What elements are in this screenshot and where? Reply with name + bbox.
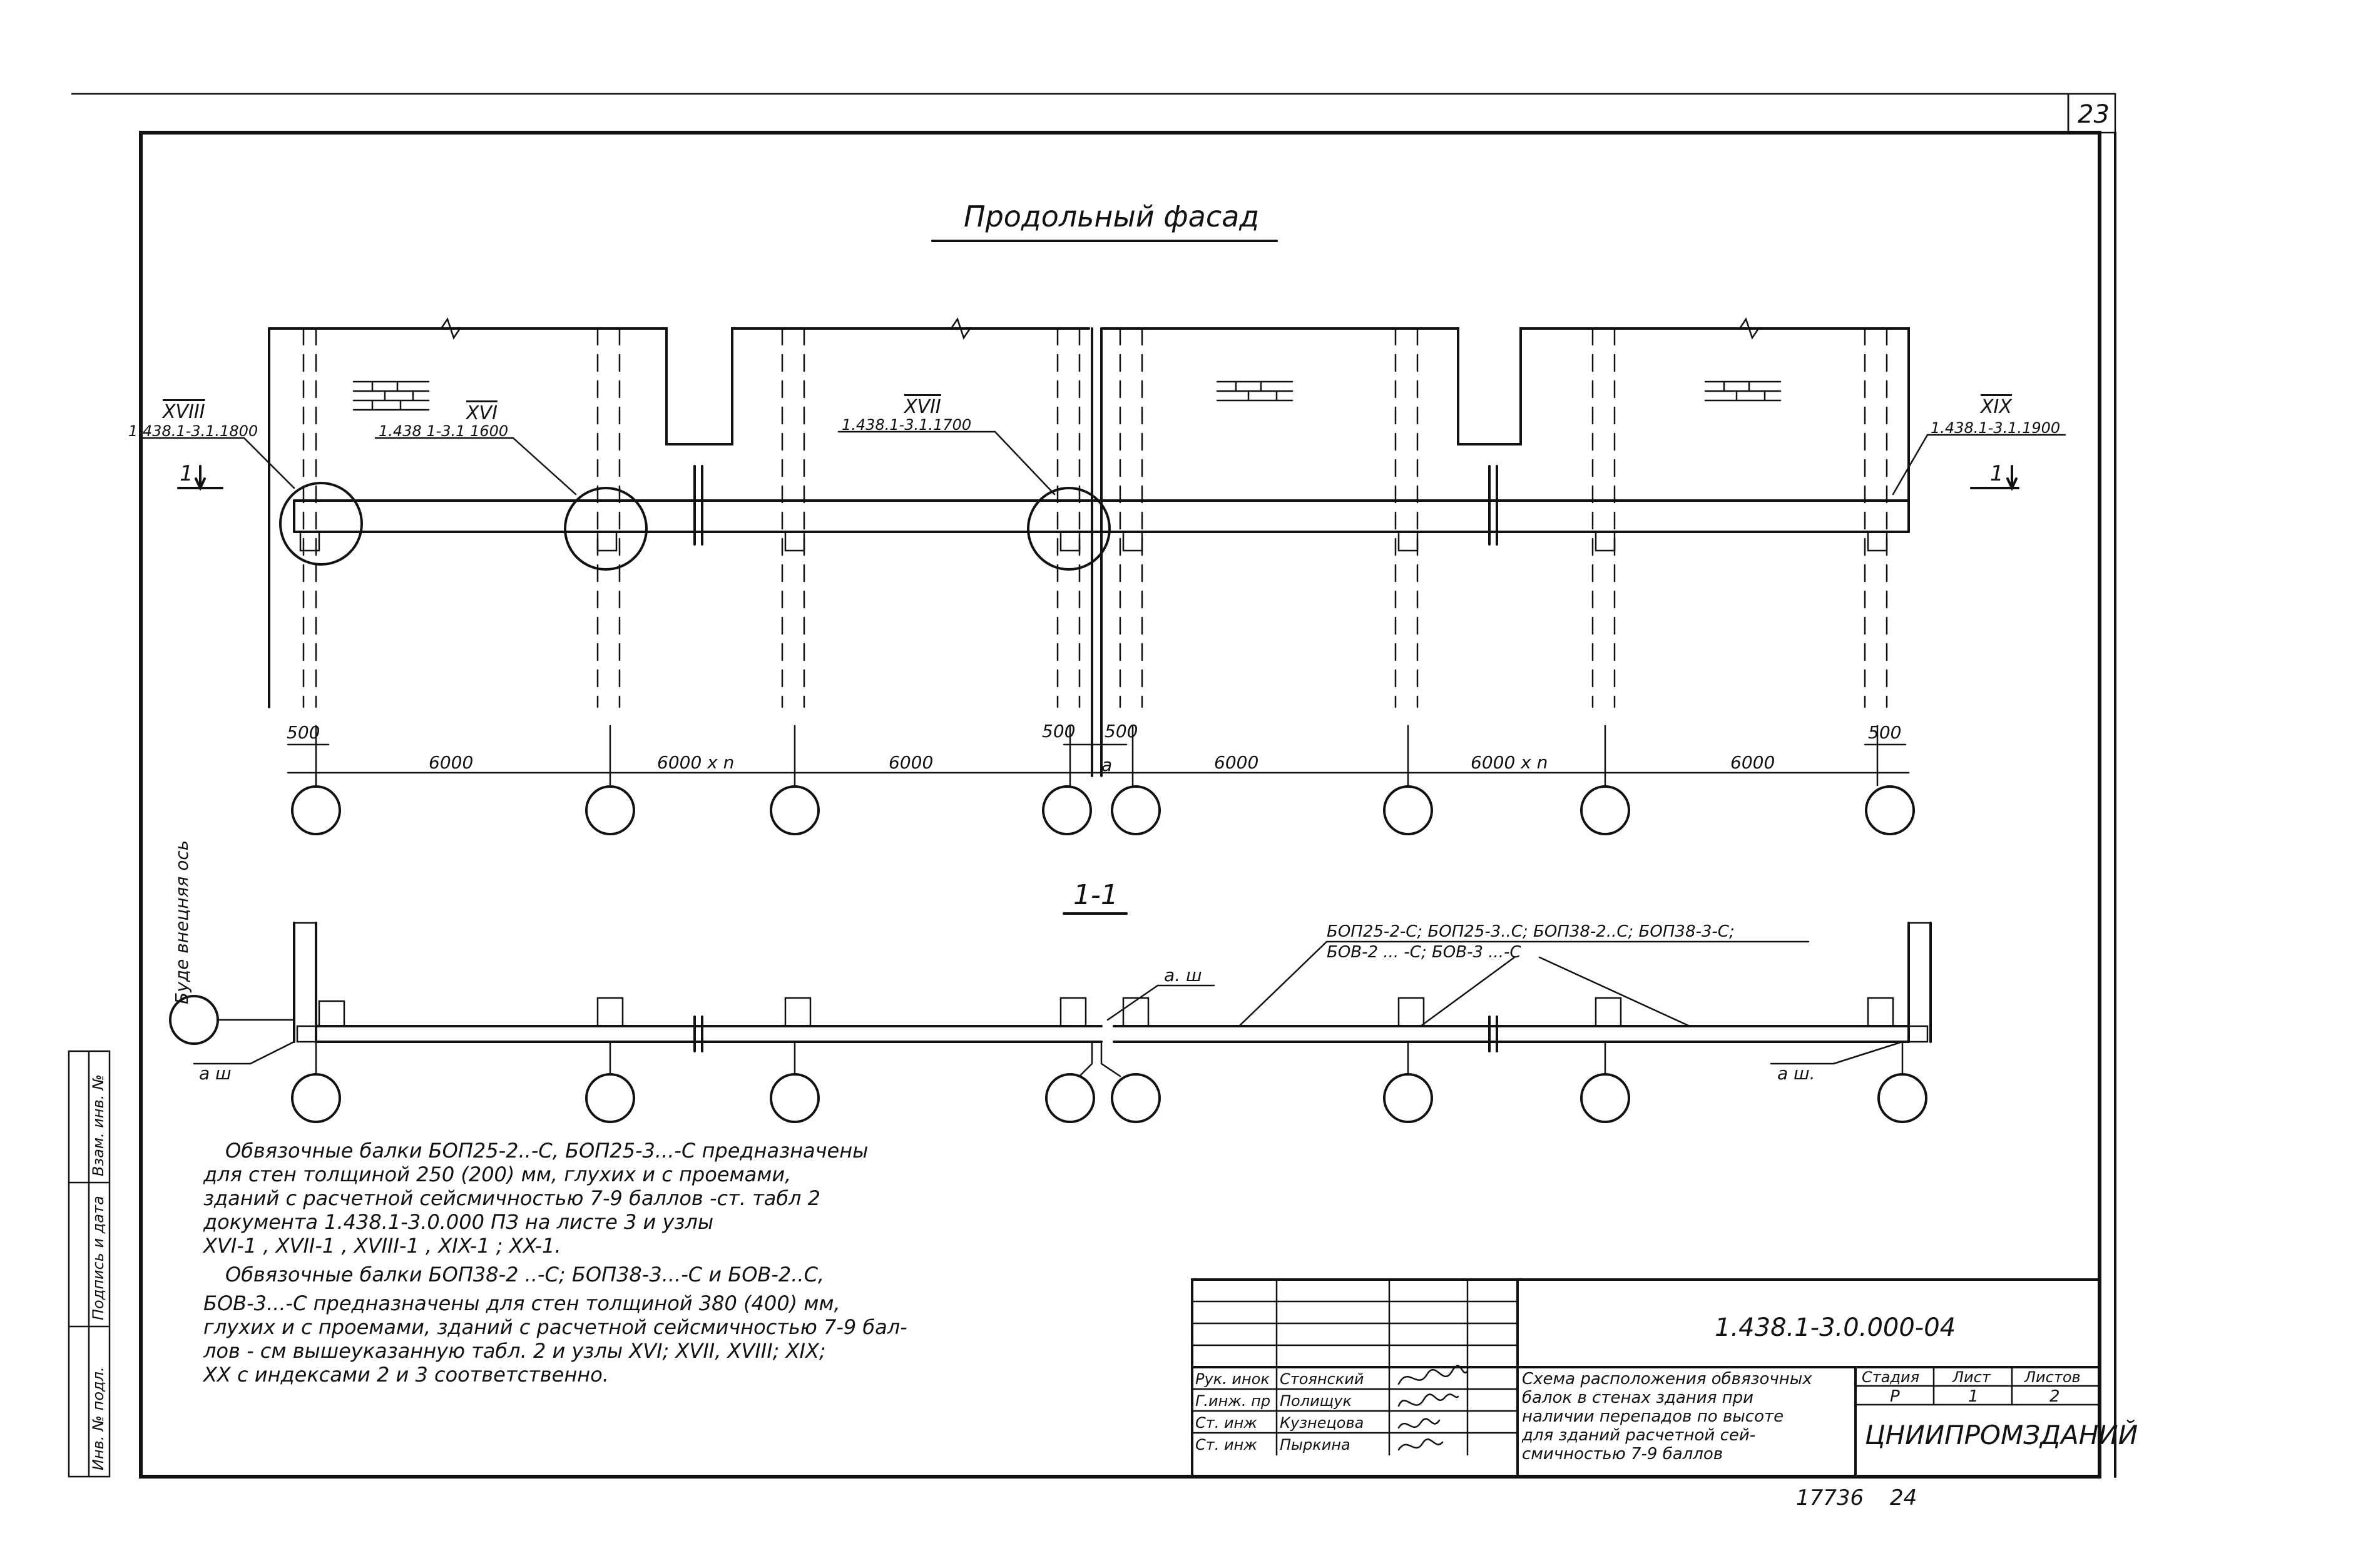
strip-label-replace: Взам. инв. №: [89, 1074, 107, 1176]
dim-label-9: 6000: [1730, 752, 1775, 773]
notes-block: Обвязочные балки БОП25-2..-С, БОП25-3...…: [202, 1139, 907, 1387]
note-2-line-2: БОВ-3...-С предназначены для стен толщин…: [203, 1291, 840, 1315]
dimension-line: [287, 725, 1910, 787]
note-1-line-4: документа 1.438.1-3.0.000 ПЗ на листе 3 …: [203, 1210, 713, 1234]
beam-note-line1: БОП25-2-С; БОП25-3..С; БОП38-2..С; БОП38…: [1327, 922, 1735, 941]
section-axis-bubbles: [169, 995, 1927, 1123]
dim-label-1: 500: [287, 722, 320, 743]
sheets-value: 2: [2049, 1387, 2060, 1406]
section-beam: [293, 922, 1932, 1052]
facade-columns: [302, 327, 1888, 777]
dim-label-10: 500: [1868, 722, 1901, 743]
callout-roman-1: XVIII: [161, 401, 205, 423]
dim-label-5: 500: [1042, 721, 1075, 741]
break-marks: [440, 317, 1760, 340]
section-cut-marks: [177, 465, 2019, 491]
note-1-line-5: XVI-1 , XVII-1 , XVIII-1 , XIX-1 ; XX-1.: [202, 1234, 561, 1258]
description-5: смичностью 7-9 баллов: [1522, 1445, 1723, 1464]
role-1: Рук. инок: [1195, 1370, 1270, 1388]
callout-roman-2: XVI: [465, 402, 498, 424]
stage-value: Р: [1890, 1387, 1900, 1406]
doc-code: 1.438.1-3.0.000-04: [1715, 1313, 1956, 1342]
callout-ref-1: 1.438.1-3.1.1800: [128, 422, 258, 440]
note-1-line-2: для стен толщиной 250 (200) мм, глухих и…: [203, 1163, 791, 1186]
strip-label-inv: Инв. № подл.: [89, 1367, 107, 1470]
signatures: [1397, 1365, 1469, 1451]
role-4: Ст. инж: [1195, 1436, 1257, 1453]
axis-offset-label: a: [1101, 755, 1112, 775]
axis-label-mid: а. ш: [1164, 965, 1202, 985]
strip-label-sign: Подпись и дата: [89, 1196, 107, 1320]
section-mark-left: 1: [180, 461, 193, 486]
dim-label-3: 6000 x n: [657, 752, 734, 773]
name-2: Полищук: [1280, 1392, 1352, 1410]
sheet-frame: [71, 93, 2116, 1479]
left-binding-strip: [68, 1050, 111, 1478]
facade-wall-outline: [268, 327, 1910, 708]
node-circles: [279, 482, 1111, 571]
callout-roman-4: XIX: [1979, 396, 2013, 418]
side-label: Буде внецняя ось: [171, 840, 192, 1004]
sheet-number: 23: [2078, 100, 2110, 129]
note-2-line-4: лов - см вышеуказанную табл. 2 и узлы XV…: [203, 1339, 826, 1363]
facade-title: Продольный фасад: [964, 200, 1259, 233]
callout-ref-2: 1.438 1-3.1 1600: [379, 422, 508, 440]
name-4: Пыркина: [1280, 1436, 1350, 1453]
dim-label-8: 6000 x n: [1471, 752, 1548, 773]
section-title: 1-1: [1073, 879, 1118, 911]
dim-label-2: 6000: [429, 752, 473, 773]
sheet-header: Лист: [1952, 1368, 1991, 1386]
organization-name: ЦНИИПРОМЗДАНИЙ: [1865, 1419, 2138, 1450]
dim-label-4: 6000: [889, 752, 933, 773]
callout-roman-3: XVII: [903, 396, 941, 418]
facade-axis-bubbles: [291, 771, 1915, 835]
role-2: Г.инж. пр: [1195, 1392, 1270, 1410]
axis-label-right: а ш.: [1777, 1063, 1815, 1084]
expansion-joints: [693, 465, 1498, 546]
footer-page: 24: [1890, 1485, 1917, 1510]
footer-code: 17736: [1796, 1485, 1864, 1510]
stage-header: Стадия: [1862, 1368, 1919, 1386]
note-1-line-1: Обвязочные балки БОП25-2..-С, БОП25-3...…: [225, 1139, 868, 1163]
brick-hatch: [352, 380, 1782, 411]
note-2-line-1: Обвязочные балки БОП38-2 ..-С; БОП38-3..…: [225, 1263, 824, 1286]
name-1: Стоянский: [1280, 1370, 1364, 1388]
note-2-line-3: глухих и с проемами, зданий с расчетной …: [203, 1315, 907, 1339]
description-1: Схема расположения обвязочных: [1522, 1370, 1812, 1388]
node-callouts: [140, 430, 2066, 496]
description-4: для зданий расчетной сей-: [1521, 1426, 1755, 1445]
section-post-blocks: [318, 997, 1894, 1027]
sheet-value: 1: [1968, 1387, 1979, 1406]
note-2-line-5: XX с индексами 2 и 3 соответственно.: [202, 1363, 609, 1387]
section-mark-right: 1: [1990, 461, 2004, 486]
note-1-line-3: зданий с расчетной сейсмичностью 7-9 бал…: [203, 1186, 820, 1210]
beam-note-line2: БОВ-2 ... -С; БОВ-3 ...-С: [1327, 943, 1521, 962]
name-3: Кузнецова: [1280, 1414, 1364, 1432]
description-3: наличии перепадов по высоте: [1522, 1407, 1784, 1426]
callout-ref-3: 1.438.1-3.1.1700: [842, 416, 971, 434]
sheets-header: Листов: [2024, 1368, 2081, 1386]
callout-ref-4: 1.438.1-3.1.1900: [1931, 419, 2060, 437]
dim-label-7: 6000: [1214, 752, 1258, 773]
axis-label-left: а ш: [199, 1063, 232, 1084]
description-2: балок в стенах здания при: [1522, 1388, 1753, 1407]
facade-column-blocks: [299, 531, 1888, 552]
dim-label-6: 500: [1105, 721, 1138, 741]
role-3: Ст. инж: [1195, 1414, 1257, 1432]
section-leaders: [193, 940, 1904, 1065]
title-block: [1191, 1278, 2101, 1478]
